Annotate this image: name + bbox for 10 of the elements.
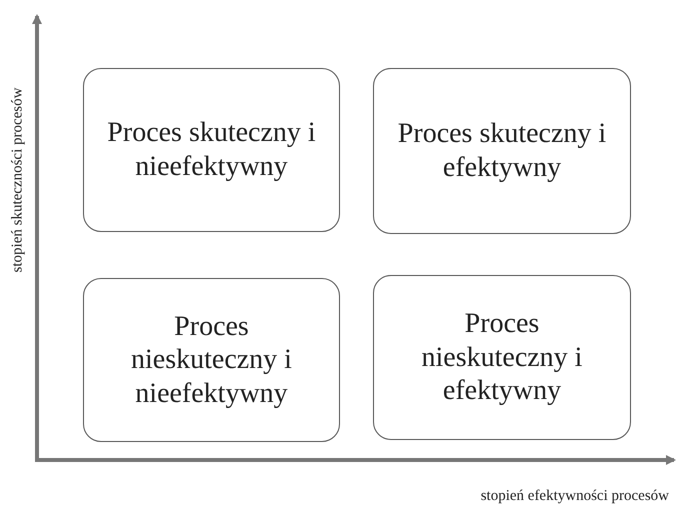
quadrant-text: Proces skuteczny i efektywny bbox=[396, 117, 608, 185]
quadrant-box bbox=[373, 275, 631, 440]
y-axis-label: stopień skuteczności procesów bbox=[10, 88, 26, 272]
x-axis-label: stopień efektywności procesów bbox=[480, 488, 669, 505]
quadrant-box bbox=[83, 68, 340, 232]
quadrant-box bbox=[83, 278, 340, 442]
quadrant-box bbox=[373, 68, 631, 234]
quadrant-text: Proces nieskuteczny i nieefektywny bbox=[130, 310, 293, 410]
quadrant-text: Proces nieskuteczny i efektywny bbox=[420, 307, 584, 408]
quadrant-text: Proces skuteczny i nieefektywny bbox=[106, 116, 317, 184]
